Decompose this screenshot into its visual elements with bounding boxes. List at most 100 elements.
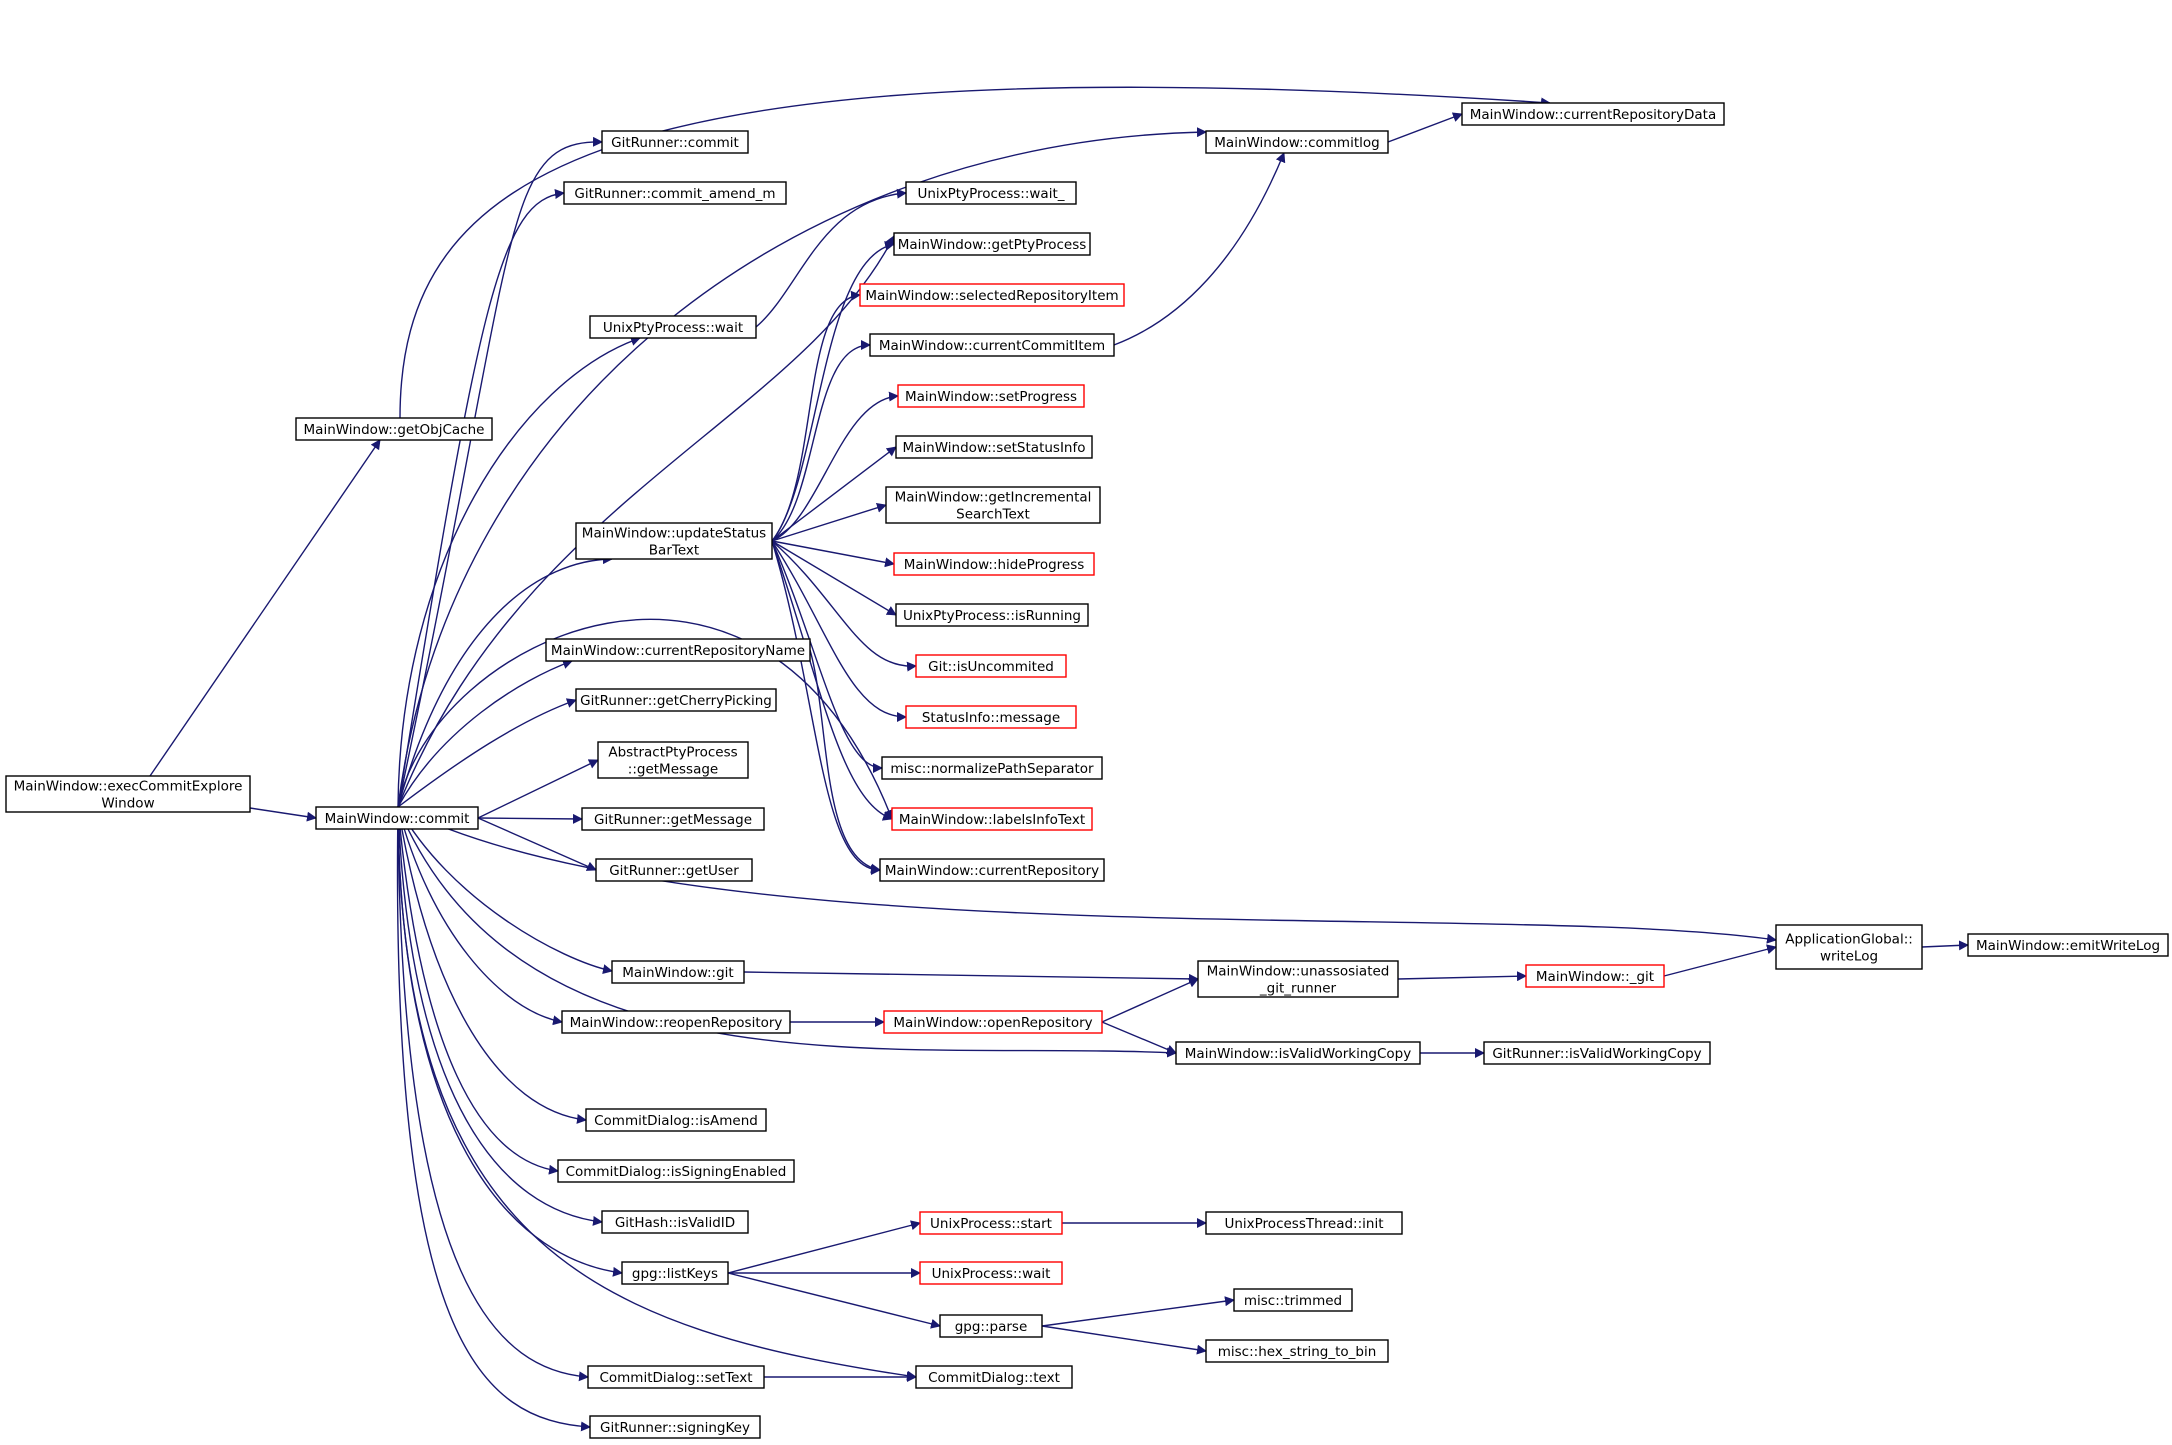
node-upt_init[interactable]: UnixProcessThread::init bbox=[1205, 1211, 1403, 1235]
node-upty_wait[interactable]: UnixPtyProcess::wait bbox=[589, 315, 757, 339]
edge-commit-to-labelsInfoText bbox=[397, 618, 894, 820]
edge-updateStatusBarText-to-currentCommitItem bbox=[771, 340, 871, 542]
edge-commit-to-getPtyProcess bbox=[397, 235, 895, 808]
node-misc_hex_string_to_bin[interactable]: misc::hex_string_to_bin bbox=[1205, 1339, 1389, 1363]
node-label: ::getMessage bbox=[628, 762, 718, 778]
node-cd_text[interactable]: CommitDialog::text bbox=[915, 1365, 1073, 1389]
node-mw_git[interactable]: MainWindow::git bbox=[611, 960, 745, 984]
node-label: MainWindow::currentRepositoryName bbox=[551, 643, 805, 659]
node-box bbox=[915, 1365, 1073, 1389]
node-gr_getCherryPicking[interactable]: GitRunner::getCherryPicking bbox=[575, 688, 777, 712]
edge-commit-to-reopenRepository bbox=[397, 806, 563, 1026]
node-commit[interactable]: MainWindow::commit bbox=[315, 806, 479, 830]
node-box bbox=[575, 688, 777, 712]
edge-commit-to-mw_isValidWorkingCopy bbox=[397, 806, 1177, 1058]
node-cd_isSigningEnabled[interactable]: CommitDialog::isSigningEnabled bbox=[557, 1159, 795, 1183]
node-label: MainWindow::getIncremental bbox=[895, 490, 1092, 506]
node-label: SearchText bbox=[956, 507, 1030, 523]
node-label: GitRunner::commit bbox=[611, 135, 739, 151]
edge-mw__git-to-writeLog bbox=[1663, 944, 1777, 977]
node-box bbox=[895, 435, 1093, 459]
node-box bbox=[1525, 964, 1665, 988]
node-githash_isValidID[interactable]: GitHash::isValidID bbox=[601, 1210, 749, 1234]
node-box bbox=[545, 638, 811, 662]
node-label: MainWindow::setProgress bbox=[905, 389, 1077, 405]
node-mw__git[interactable]: MainWindow::_git bbox=[1525, 964, 1665, 988]
edge-updateStatusBarText-to-misc_normalizePathSeparator bbox=[771, 540, 883, 773]
edge-commit-to-gr_getCherryPicking bbox=[397, 698, 577, 808]
node-box bbox=[919, 1211, 1063, 1235]
node-currentCommitItem[interactable]: MainWindow::currentCommitItem bbox=[869, 333, 1115, 357]
node-selectedRepositoryItem[interactable]: MainWindow::selectedRepositoryItem bbox=[859, 283, 1125, 307]
node-up_wait[interactable]: UnixProcess::wait bbox=[919, 1261, 1063, 1285]
node-box bbox=[601, 130, 749, 154]
node-up_start[interactable]: UnixProcess::start bbox=[919, 1211, 1063, 1235]
edge-commit-to-cd_text bbox=[397, 806, 917, 1381]
node-box bbox=[589, 1415, 761, 1439]
node-label: GitRunner::getMessage bbox=[594, 812, 752, 828]
node-label: MainWindow::commitlog bbox=[1214, 135, 1379, 151]
node-cd_isAmend[interactable]: CommitDialog::isAmend bbox=[585, 1108, 767, 1132]
node-reopenRepository[interactable]: MainWindow::reopenRepository bbox=[561, 1010, 791, 1034]
node-gpg_listKeys[interactable]: gpg::listKeys bbox=[621, 1261, 729, 1285]
node-label: MainWindow::currentRepository bbox=[885, 863, 1099, 879]
node-getObjCache[interactable]: MainWindow::getObjCache bbox=[295, 417, 493, 441]
node-label: Git::isUncommited bbox=[928, 659, 1054, 675]
node-currentRepositoryName[interactable]: MainWindow::currentRepositoryName bbox=[545, 638, 811, 662]
node-misc_trimmed[interactable]: misc::trimmed bbox=[1233, 1288, 1353, 1312]
node-gpg_parse[interactable]: gpg::parse bbox=[939, 1314, 1043, 1338]
node-apty_getMessage[interactable]: AbstractPtyProcess::getMessage bbox=[597, 741, 749, 779]
node-label: UnixProcessThread::init bbox=[1224, 1216, 1383, 1232]
node-commitlog[interactable]: MainWindow::commitlog bbox=[1205, 130, 1389, 154]
node-statusinfo_message[interactable]: StatusInfo::message bbox=[905, 705, 1077, 729]
node-box bbox=[597, 741, 749, 779]
node-upty_wait_[interactable]: UnixPtyProcess::wait_ bbox=[905, 181, 1077, 205]
node-currentRepositoryData[interactable]: MainWindow::currentRepositoryData bbox=[1461, 102, 1725, 126]
node-gr_commit[interactable]: GitRunner::commit bbox=[601, 130, 749, 154]
edge-updateStatusBarText-to-selectedRepositoryItem bbox=[771, 290, 861, 542]
node-label: GitRunner::isValidWorkingCopy bbox=[1492, 1046, 1701, 1062]
node-cd_setText[interactable]: CommitDialog::setText bbox=[587, 1365, 765, 1389]
node-box bbox=[1483, 1041, 1711, 1065]
node-upty_isRunning[interactable]: UnixPtyProcess::isRunning bbox=[895, 603, 1089, 627]
node-gr_getUser[interactable]: GitRunner::getUser bbox=[595, 858, 753, 882]
node-emitWriteLog[interactable]: MainWindow::emitWriteLog bbox=[1967, 933, 2169, 957]
node-gr_commit_amend_m[interactable]: GitRunner::commit_amend_m bbox=[563, 181, 787, 205]
node-currentRepository[interactable]: MainWindow::currentRepository bbox=[879, 858, 1105, 882]
node-label: GitRunner::commit_amend_m bbox=[574, 186, 775, 202]
node-box bbox=[885, 486, 1101, 524]
node-box bbox=[587, 1365, 765, 1389]
node-openRepository[interactable]: MainWindow::openRepository bbox=[883, 1010, 1103, 1034]
node-box bbox=[869, 333, 1115, 357]
node-git_isUncommited[interactable]: Git::isUncommited bbox=[915, 654, 1067, 678]
node-gr_signingKey[interactable]: GitRunner::signingKey bbox=[589, 1415, 761, 1439]
node-getPtyProcess[interactable]: MainWindow::getPtyProcess bbox=[893, 232, 1091, 256]
node-box bbox=[1775, 924, 1923, 970]
node-hideProgress[interactable]: MainWindow::hideProgress bbox=[893, 552, 1095, 576]
node-label: GitRunner::getCherryPicking bbox=[580, 693, 772, 709]
node-gr_isValidWorkingCopy[interactable]: GitRunner::isValidWorkingCopy bbox=[1483, 1041, 1711, 1065]
node-box bbox=[589, 315, 757, 339]
node-box bbox=[1205, 130, 1389, 154]
node-setProgress[interactable]: MainWindow::setProgress bbox=[897, 384, 1085, 408]
node-box bbox=[1461, 102, 1725, 126]
edge-upty_wait-to-upty_wait_ bbox=[755, 188, 907, 328]
node-gr_getMessage[interactable]: GitRunner::getMessage bbox=[581, 807, 765, 831]
node-box bbox=[893, 552, 1095, 576]
edge-currentRepositoryName-to-currentRepository bbox=[809, 649, 881, 874]
node-box bbox=[611, 960, 745, 984]
node-box bbox=[1205, 1211, 1403, 1235]
node-label: MainWindow::getObjCache bbox=[304, 422, 485, 438]
node-writeLog[interactable]: ApplicationGlobal::writeLog bbox=[1775, 924, 1923, 970]
node-label: MainWindow::openRepository bbox=[893, 1015, 1092, 1031]
edge-currentCommitItem-to-commitlog bbox=[1113, 152, 1286, 346]
node-misc_normalizePathSeparator[interactable]: misc::normalizePathSeparator bbox=[881, 756, 1103, 780]
node-label: misc::trimmed bbox=[1244, 1293, 1342, 1309]
node-setStatusInfo[interactable]: MainWindow::setStatusInfo bbox=[895, 435, 1093, 459]
node-unassosiated_git_runner[interactable]: MainWindow::unassosiated_git_runner bbox=[1197, 960, 1399, 998]
node-mw_isValidWorkingCopy[interactable]: MainWindow::isValidWorkingCopy bbox=[1175, 1041, 1421, 1065]
node-labelsInfoText[interactable]: MainWindow::labelsInfoText bbox=[891, 807, 1093, 831]
